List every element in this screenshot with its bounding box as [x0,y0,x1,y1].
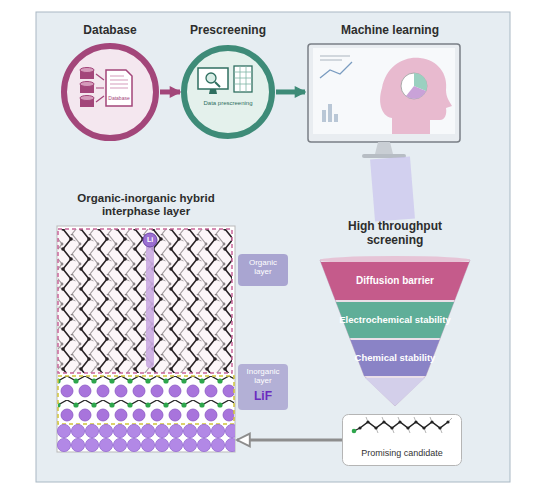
layer-tag: Organic layer [238,254,288,286]
prescreening-circle: PrescreeningData prescreening [180,24,276,142]
formula-label: LiF [238,390,288,404]
lithium-ion [143,233,157,247]
interphase-illustration [57,226,235,452]
prescreening-circle-outline [180,24,276,142]
layer-tag: Inorganic layerLiF [238,364,288,410]
panel-background [36,12,510,482]
flow-arrow [160,89,180,94]
organic-dashed-box [58,229,232,373]
funnel-body [320,260,470,406]
funnel-band-fill [321,262,469,300]
funnel-tip [365,378,425,406]
candidate-box-outline [342,414,462,466]
icon-label: Data prescreening [198,100,258,107]
band-label: Chemical stability [355,353,436,364]
panel-title: Organic-inorganic hybrid interphase laye… [55,192,237,218]
box-outline [343,415,462,466]
circle-outline [184,48,272,136]
candidate-box: Promising candidate [342,414,462,466]
inorganic-dashed-box [58,376,234,424]
tag-label: Inorganic layer [240,367,286,385]
light-beam [390,158,395,220]
box-outline [238,364,288,410]
node-heading: Prescreening [180,24,276,38]
hollow-arrow [237,439,342,442]
node-heading: High throughput screening [320,220,470,248]
ion-label: Li [143,234,157,246]
node-heading: Machine learning [305,24,475,38]
database-circle-outline [60,24,160,142]
node-heading: Database [60,24,160,38]
lithium-metal [57,424,235,452]
funnel-band-fill [336,302,454,338]
database-icons [80,68,132,108]
database-circle: DatabaseDatabase [60,24,160,142]
funnel-band-fill [351,340,440,376]
flow-arrow [276,89,305,94]
diffusion-path [146,240,154,368]
prescreening-icons [198,66,252,94]
icon-label: Database [106,96,132,102]
monitor-illustration [308,44,460,158]
circle-outline [64,46,156,138]
candidate-molecule [352,417,452,433]
interphase-panel: Organic-inorganic hybrid interphase laye… [55,192,237,454]
box-outline [238,254,288,286]
tag-label: Organic layer [240,258,286,276]
machine-learning-monitor: Machine learning [305,24,475,158]
band-label: Diffusion barrier [356,275,434,287]
screening-funnel: High throughput screeningDiffusion barri… [320,220,470,408]
candidate-label: Promising candidate [342,448,462,458]
band-label: Electrochemical stability [339,315,450,326]
